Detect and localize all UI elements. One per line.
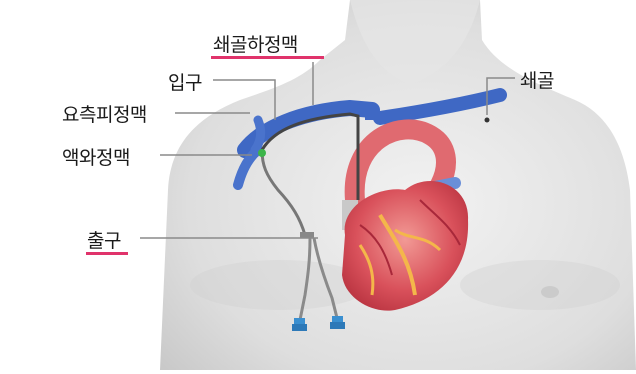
exit-underline: [86, 252, 128, 255]
port-cap-right: [330, 316, 345, 329]
label-axillary-vein: 액와정맥: [62, 143, 130, 170]
subclavian-underline: [211, 56, 324, 59]
port-cap-left: [292, 318, 307, 331]
label-exit: 출구: [87, 226, 121, 253]
label-subclavian-vein: 쇄골하정맥: [213, 30, 298, 57]
label-entry: 입구: [168, 68, 202, 95]
label-collarbone: 쇄골: [520, 66, 554, 93]
label-cephalic-vein: 요측피정맥: [62, 100, 147, 127]
